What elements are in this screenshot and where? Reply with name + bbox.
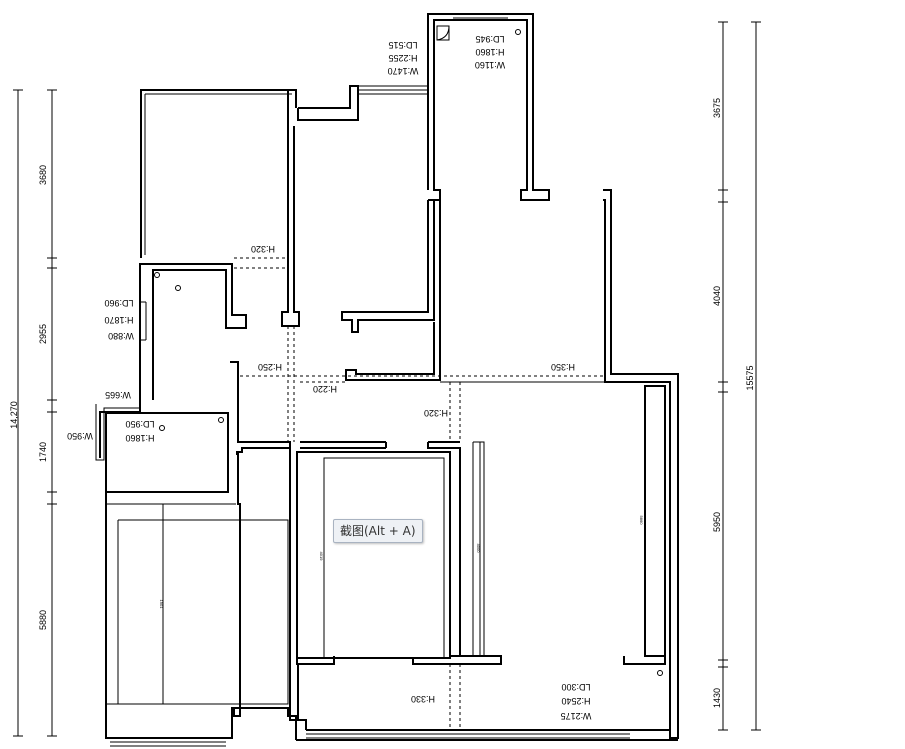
left-dimension-1: 3680 [38,165,48,185]
label-top-room-h: H:1860 [475,47,504,57]
label-top-room-ld: LD:945 [475,34,504,44]
left-dimension-2: 2955 [38,324,48,344]
room-label-bed-center: 4000 [476,544,481,554]
label-top-corridor-h: H:2255 [388,53,417,63]
left-dimension-3: 1740 [38,442,48,462]
left-dimension-chain: 14,270 3680 2955 1740 5880 [9,89,57,737]
right-total-dimension: 15575 [745,365,755,390]
label-top-corridor-ld: LD:515 [388,40,417,50]
room-label-bed-left: 1901 [159,600,164,610]
label-left-mid-ld: LD:960 [104,298,133,308]
window-labels: W:1470 H:2255 LD:515 W:1160 H:1860 LD:94… [67,34,591,721]
room-labels: 1901 4019 4000 5860 [159,516,644,610]
label-left-bay-ld: LD:950 [125,419,154,429]
label-opening-h330: H:330 [411,694,435,704]
right-dimension-4: 1430 [712,688,722,708]
label-opening-h250: H:250 [258,362,282,372]
label-left-mid-h: H:1870 [104,315,133,325]
door-openings [234,257,604,730]
room-label-bed-right: 5860 [639,516,644,526]
right-dimension-chain: 3675 4040 5950 1430 15575 [712,21,761,731]
label-left-bay-w: W:665 [105,390,131,400]
walls [95,13,679,747]
label-bottom-ld: LD:300 [561,682,590,692]
label-bottom-w: W:2175 [561,711,592,721]
right-dimension-1: 3675 [712,98,722,118]
label-left-mid-w: W:880 [108,331,134,341]
label-opening-h320-top: H:320 [251,244,275,254]
right-dimension-3: 5950 [712,512,722,532]
label-bottom-h: H:2540 [561,696,590,706]
screenshot-tooltip: 截图(Alt + A) [333,519,423,543]
label-opening-h320-mid: H:320 [424,408,448,418]
label-top-corridor-w: W:1470 [388,66,419,76]
left-total-dimension: 14,270 [9,401,19,429]
left-dimension-4: 5880 [38,610,48,630]
label-top-room-w: W:1160 [475,60,505,70]
label-opening-h350: H:350 [551,362,575,372]
right-dimension-2: 4040 [712,286,722,306]
label-opening-h220: H:220 [313,384,337,394]
room-label-bed-mid: 4019 [319,552,324,562]
label-left-bay-w2: W:950 [67,431,93,441]
fixtures [154,25,663,704]
label-left-bay-h: H:1860 [125,433,154,443]
